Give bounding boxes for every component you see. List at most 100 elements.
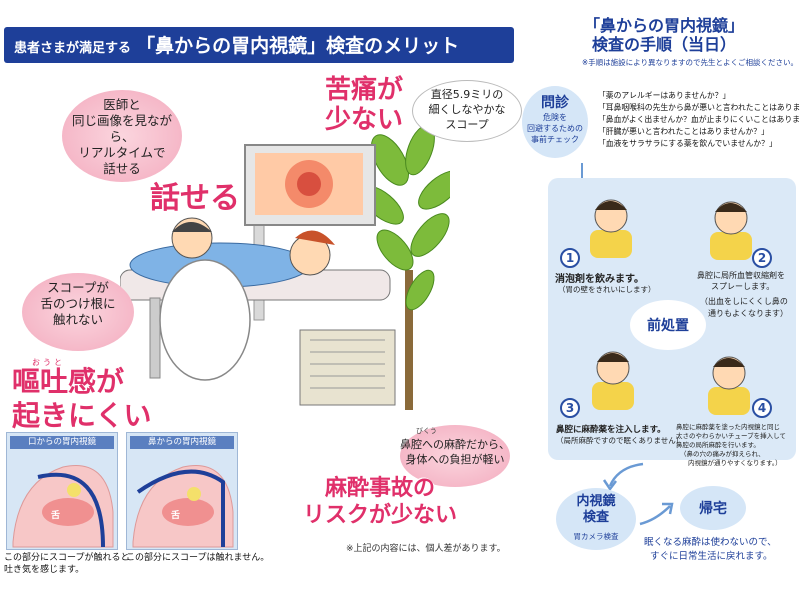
home-desc-line: すぐに日常生活に戻れます。	[650, 551, 773, 562]
anesthesia-heading: 麻酔事故の リスクが少ない	[300, 475, 460, 529]
step4-text-line: 太さのやわらかいチューブを挿入して	[676, 432, 786, 440]
scope-line: 細くしなやかな	[428, 103, 506, 116]
step2-sub-line: （出血をしにくくし鼻の	[700, 297, 788, 306]
interview-label: 問診	[541, 95, 569, 111]
question-item: 「耳鼻咽喉科の先生から鼻が悪いと言われたことはありませんか？」	[598, 103, 800, 112]
mouth-caption-line: 吐き気を感じます。	[4, 565, 85, 575]
banner-prefix: 患者さまが満足する	[14, 41, 132, 56]
pain-heading-line: 苦痛が	[325, 75, 404, 105]
step2-sub-line: 通りもよくなります）	[708, 309, 788, 318]
interview-desc-line: 事前チェック	[531, 135, 579, 144]
pretreatment-badge	[630, 300, 706, 350]
title-banner	[4, 27, 514, 63]
step3-sub: （局所麻酔ですので眠くありません）	[556, 436, 684, 445]
talk-line: 同じ画像を見ながら、	[71, 113, 172, 144]
exam-sub: 胃カメラ検査	[573, 532, 619, 541]
procedure-title: 「鼻からの胃内視鏡」 検査の手順（当日）	[530, 16, 798, 54]
mouth-caption-line: この部分にスコープが触れると	[4, 553, 130, 563]
talk-heading: 話せる	[150, 181, 240, 216]
interview-desc-line: 危険を	[543, 113, 567, 122]
tongue-bubble-text: スコープが 舌のつけ根に 触れない	[22, 280, 134, 328]
arrow-right-icon	[639, 502, 674, 526]
talk-line: 話せる	[103, 161, 141, 176]
mouth-tongue-label: 舌	[51, 511, 61, 521]
question-item: 「肝臓が悪いと言われたことはありませんか？」	[598, 127, 769, 136]
nausea-heading: 嘔吐感が 起きにくい	[12, 365, 151, 433]
anesthesia-bubble	[400, 425, 510, 487]
home-desc-line: 眠くなる麻酔は使わないので、	[644, 537, 777, 548]
scope-bubble-text: 直径5.9ミリの 細くしなやかな スコープ	[412, 87, 522, 132]
pretreatment-label: 前処置	[647, 318, 689, 334]
procedure-note: ※手順は施設により異なりますので先生とよくご相談ください。	[581, 58, 798, 67]
nausea-heading-line: 起きにくい	[12, 399, 152, 432]
anesthesia-line: 鼻腔への麻酔だから、	[400, 438, 510, 451]
footnote: ※上記の内容には、個人差があります。	[346, 544, 506, 554]
anesthesia-line: 身体への負担が軽い	[405, 453, 505, 466]
exam-label-line: 検査	[582, 510, 609, 525]
step2-text-line: スプレーします。	[711, 282, 775, 291]
step4-text-line: 鼻腔の局所麻酔を行います。	[676, 441, 760, 449]
exam-illustration	[120, 124, 450, 410]
banner-main: 「鼻からの胃内視鏡」検査のメリット	[136, 35, 460, 57]
interview-desc: 危険を 回避するための 事前チェック	[522, 112, 588, 145]
step4-person	[708, 356, 750, 415]
exam-label: 内視鏡 検査	[556, 494, 636, 526]
talk-bubble	[62, 90, 182, 182]
step3-text: 鼻腔に麻酔薬を注入します。	[556, 425, 666, 435]
step4-sub-line: （鼻の穴の痛みが抑えられ、	[680, 450, 765, 458]
nose-panel-title: 鼻からの胃内視鏡	[130, 436, 234, 449]
step2-person	[710, 201, 752, 260]
step4-number: 4	[752, 398, 772, 418]
nose-diagram	[132, 465, 234, 548]
talk-line: リアルタイムで	[78, 145, 166, 160]
step2-text: 鼻腔に局所血管収縮剤を スプレーします。	[697, 270, 785, 292]
scope-line: 直径5.9ミリの	[430, 88, 504, 101]
scope-line: スコープ	[445, 118, 489, 131]
talk-bubble-text: 医師と 同じ画像を見ながら、 リアルタイムで 話せる	[62, 97, 182, 177]
pain-heading-line: 少ない	[325, 105, 404, 135]
step3-person	[592, 351, 634, 410]
home-desc: 眠くなる麻酔は使わないので、 すぐに日常生活に戻れます。	[644, 536, 798, 564]
procedure-title-line: 検査の手順（当日）	[591, 35, 736, 54]
procedure-title-line: 「鼻からの胃内視鏡」	[583, 16, 744, 35]
question-item: 「血液をサラサラにする薬を飲んでいませんか？」	[598, 139, 777, 148]
interview-desc-line: 回避するための	[527, 124, 583, 133]
nose-tongue-label: 舌	[171, 511, 181, 521]
exam-label-line: 内視鏡	[576, 494, 616, 509]
step3-number: 3	[560, 398, 580, 418]
step2-number: 2	[752, 248, 772, 268]
tongue-bubble	[22, 273, 134, 351]
pain-heading: 苦痛が 少ない	[325, 75, 403, 135]
anesthesia-heading-line: リスクが少ない	[302, 503, 457, 528]
step4-sub-line: 内視鏡が通りやすくなります。）	[688, 459, 782, 467]
tongue-line: スコープが	[47, 280, 109, 295]
step2-text-line: 鼻腔に局所血管収縮剤を	[697, 271, 785, 280]
arrow-curve-icon	[602, 462, 644, 492]
question-item: 「薬のアレルギーはありませんか？」	[598, 91, 731, 100]
mouth-diagram	[12, 465, 114, 548]
step2-sub: （出血をしにくくし鼻の 通りもよくなります）	[700, 296, 788, 320]
home-label: 帰宅	[699, 501, 727, 517]
interview-questions: 「薬のアレルギーはありませんか？」 「耳鼻咽喉科の先生から鼻が悪いと言われたこと…	[598, 90, 800, 150]
question-item: 「鼻血がよく出ませんか？血が止まりにくいことはありませんか？」	[598, 115, 800, 124]
step4-text-line: 鼻腔に麻酔薬を塗った内視鏡と同じ	[676, 423, 780, 431]
step4-text: 鼻腔に麻酔薬を塗った内視鏡と同じ 太さのやわらかいチューブを挿入して 鼻腔の局所…	[676, 423, 786, 468]
anesthesia-ruby: びくう	[416, 427, 437, 435]
anesthesia-heading-line: 麻酔事故の	[324, 476, 435, 501]
step1-text: 消泡剤を飲みます。	[555, 274, 644, 285]
step1-sub: （胃の壁をきれいにします）	[558, 285, 656, 294]
anesthesia-bubble-text: 鼻腔への麻酔だから、 身体への負担が軽い	[400, 437, 510, 467]
home-badge	[680, 486, 746, 530]
interview-badge	[522, 86, 588, 158]
mouth-caption: この部分にスコープが触れると 吐き気を感じます。	[4, 552, 129, 576]
tongue-line: 触れない	[52, 312, 103, 327]
exam-badge	[556, 488, 636, 550]
mouth-panel-title: 口からの胃内視鏡	[10, 436, 114, 449]
step1-number: 1	[560, 248, 580, 268]
talk-line: 医師と	[103, 97, 141, 112]
nose-caption: この部分にスコープは触れません。	[126, 553, 270, 563]
banner-title: 患者さまが満足する 「鼻からの胃内視鏡」検査のメリット	[14, 31, 459, 58]
step1-person	[590, 199, 632, 258]
scope-bubble	[412, 80, 522, 142]
tongue-line: 舌のつけ根に	[40, 296, 116, 311]
